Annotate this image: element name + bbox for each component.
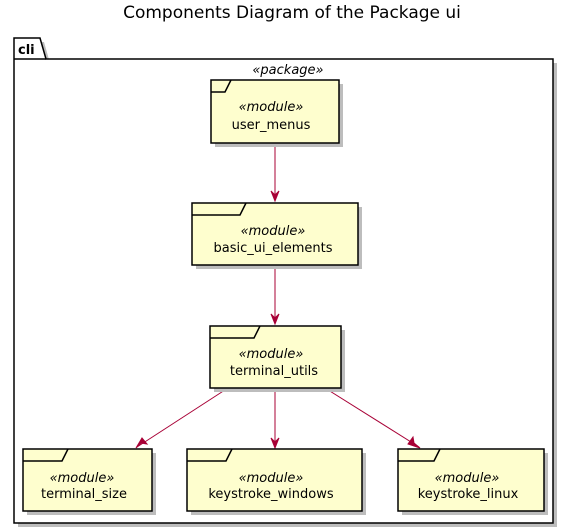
module-name: terminal_utils [230, 364, 318, 379]
arrow-user_menus-basic_ui_elements [270, 143, 280, 203]
module-user_menus: «module» user_menus [210, 79, 343, 147]
module-name: keystroke_linux [418, 487, 519, 502]
dependency-arrows [135, 143, 421, 450]
module-stereotype: «module» [241, 224, 306, 239]
module-terminal_utils: «module» terminal_utils [209, 325, 345, 392]
module-name: keystroke_windows [208, 487, 334, 502]
arrow-terminal_utils-keystroke_windows [270, 388, 280, 450]
module-stereotype: «module» [239, 471, 304, 486]
arrow-terminal_utils-keystroke_linux [324, 387, 421, 449]
module-stereotype: «module» [239, 347, 304, 362]
module-stereotype: «module» [239, 100, 304, 115]
package-cli: cli «package» [13, 37, 557, 527]
arrow-terminal_utils-terminal_size [135, 387, 229, 449]
package-name: cli [18, 43, 35, 58]
module-basic_ui_elements: «module» basic_ui_elements [191, 202, 362, 269]
arrow-basic_ui_elements-terminal_utils [270, 265, 280, 326]
diagram-title: Components Diagram of the Package ui [123, 3, 461, 23]
module-name: basic_ui_elements [214, 241, 333, 256]
module-keystroke_windows: «module» keystroke_windows [186, 448, 366, 515]
module-stereotype: «module» [50, 471, 115, 486]
module-stereotype: «module» [435, 471, 500, 486]
package-stereotype: «package» [252, 63, 323, 78]
module-name: terminal_size [41, 487, 127, 502]
module-keystroke_linux: «module» keystroke_linux [397, 448, 548, 515]
module-name: user_menus [232, 118, 311, 133]
module-terminal_size: «module» terminal_size [22, 448, 156, 515]
